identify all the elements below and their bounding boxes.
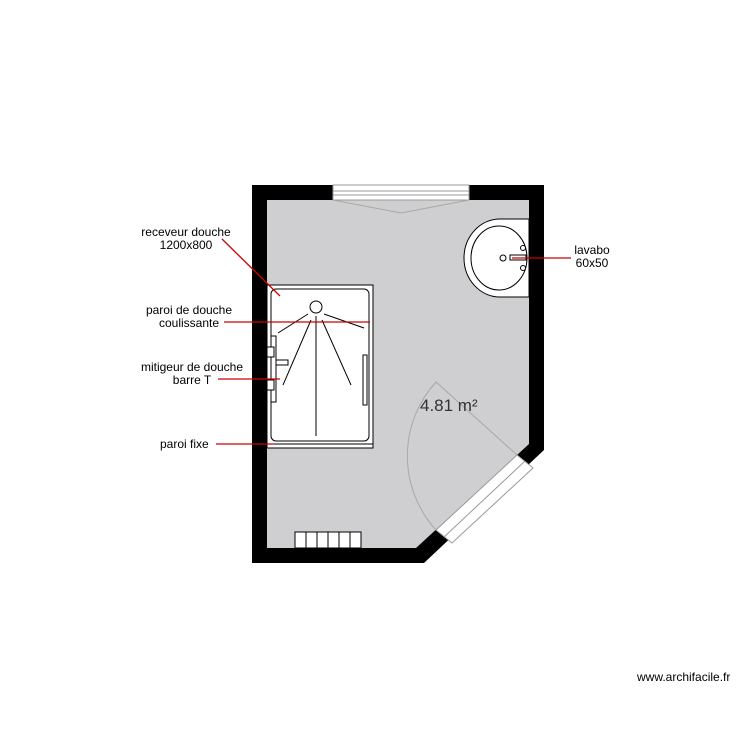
shower-mixer [266, 335, 289, 403]
label-receveur-line2: 1200x800 [159, 238, 213, 252]
door [406, 381, 534, 544]
leader-lines [216, 238, 571, 445]
label-receveur: receveur douche 1200x800 [132, 226, 240, 252]
label-lavabo: lavabo 60x50 [562, 244, 622, 270]
label-mitigeur: mitigeur de douche barre T [128, 361, 256, 387]
room-area-label: 4.81 m² [420, 396, 478, 415]
washbasin [463, 218, 530, 298]
radiator [294, 531, 362, 549]
label-mitigeur-line1: mitigeur de douche [140, 360, 244, 374]
label-paroi-fixe: paroi fixe [160, 437, 209, 451]
leader-receveur [221, 238, 281, 297]
window [332, 184, 470, 214]
label-receveur-line1: receveur douche [141, 225, 231, 239]
label-lavabo-line2: 60x50 [575, 256, 609, 270]
label-paroi-coulissante-line2: coulissante [158, 316, 220, 330]
label-paroi-coulissante: paroi de douche coulissante [134, 304, 244, 330]
shower-tray [266, 284, 374, 449]
credit-watermark: www.archifacile.fr [637, 670, 731, 684]
label-mitigeur-line2: barre T [172, 373, 212, 387]
label-lavabo-line1: lavabo [574, 243, 610, 257]
label-paroi-coulissante-line1: paroi de douche [145, 303, 233, 317]
